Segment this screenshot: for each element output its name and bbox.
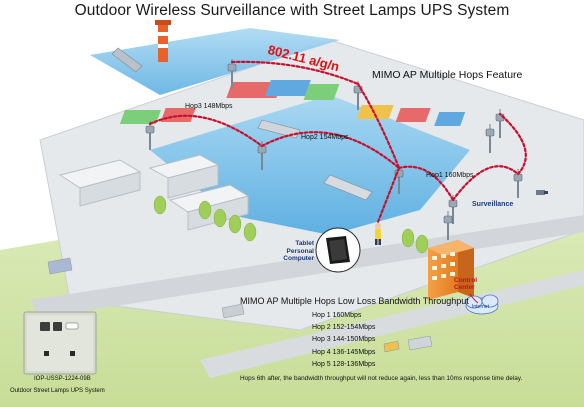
- hop-item: Hop 1 160Mbps: [312, 312, 362, 319]
- trees: [153, 195, 429, 254]
- tablet-device: [315, 227, 361, 273]
- sea: [90, 28, 340, 95]
- hop1-label: Hop1 160Mbps: [426, 172, 474, 179]
- feature-label: MIMO AP Multiple Hops Feature: [372, 69, 523, 81]
- hop-item: Hop 2 152-154Mbps: [312, 324, 376, 332]
- container-yard-2: [356, 105, 466, 126]
- ship-top: [111, 47, 143, 73]
- bandwidth-hop-list: Hop 1 160Mbps Hop 2 152-154Mbps Hop 3 14…: [312, 310, 375, 371]
- hop-link: [356, 82, 401, 170]
- hop2-label: Hop2 154Mbps: [301, 134, 349, 141]
- road: [30, 215, 584, 318]
- tablet-label: Tablet Personal Computer: [270, 240, 314, 263]
- ups-product-box: [23, 311, 97, 375]
- hop-link: [260, 131, 401, 170]
- hop-item: Hop 3 144-150Mbps: [312, 336, 376, 344]
- tanker-ship: [257, 119, 301, 139]
- cargo-ship: [323, 174, 373, 201]
- control-center-label: Control Center: [454, 277, 477, 291]
- page-title: Outdoor Wireless Surveillance with Stree…: [74, 2, 510, 19]
- surveillance-camera: [536, 190, 548, 195]
- control-center-building: [428, 240, 474, 300]
- worker-figure: [375, 223, 381, 245]
- bandwidth-title: MIMO AP Multiple Hops Low Loss Bandwidth…: [240, 296, 469, 306]
- tablet-label-line-3: Computer: [283, 255, 314, 262]
- lighthouse: [155, 20, 171, 62]
- tablet-label-line-1: Tablet: [295, 240, 314, 247]
- access-point-pole: [443, 211, 453, 240]
- access-point-pole: [485, 124, 495, 153]
- hop-link: [451, 165, 520, 202]
- product-model: IOP-USSP-1224-09B: [34, 376, 91, 382]
- hop-link: [498, 112, 527, 176]
- hop3-label: Hop3 148Mbps: [185, 103, 233, 110]
- internet-cloud: [465, 294, 499, 315]
- hop-link: [230, 60, 360, 86]
- hop-link: [148, 114, 264, 148]
- control-center-line-2: Center: [454, 284, 475, 291]
- hop-link: [397, 165, 455, 202]
- surveillance-label: Surveillance: [472, 201, 514, 208]
- vehicles: [47, 257, 433, 353]
- control-center-line-1: Control: [454, 277, 478, 284]
- tablet-label-line-2: Personal: [286, 247, 314, 255]
- product-caption: Outdoor Street Lamps UPS System: [10, 388, 105, 394]
- internet-label: Internet: [472, 304, 489, 310]
- container-yard-1: [226, 80, 340, 100]
- hop-link: [376, 166, 401, 224]
- hop-item: Hop 4 136-145Mbps: [312, 348, 376, 356]
- wireless-hop-links: [148, 60, 527, 224]
- bandwidth-note: Hops 6th after, the bandwidth throughput…: [240, 375, 523, 382]
- hop-item: Hop 5 128-136Mbps: [312, 360, 376, 368]
- access-point-pole: [448, 195, 458, 224]
